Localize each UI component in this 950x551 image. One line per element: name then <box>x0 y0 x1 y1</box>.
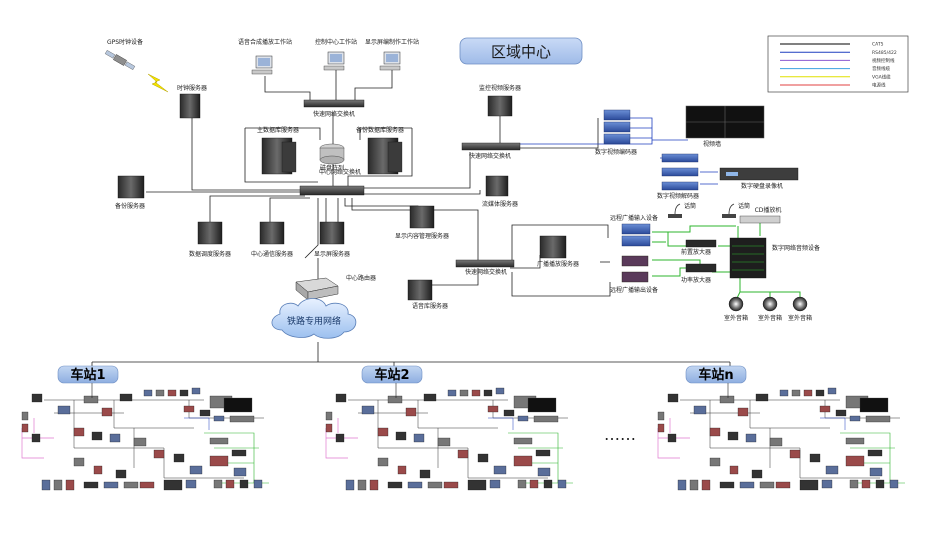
microphone-1: 话筒 <box>668 202 696 218</box>
clock-server: 时钟服务器 <box>177 84 207 119</box>
station-diagram-2 <box>325 383 573 491</box>
station-1-label: 车站1 <box>70 367 105 383</box>
dvr-device: 数字硬盘录像机 <box>719 167 799 190</box>
speaker-label-1: 室外音箱 <box>724 314 748 322</box>
dvr-label: 数字硬盘录像机 <box>741 182 783 190</box>
gps-device: GPS时钟设备 <box>104 38 169 93</box>
top-fast-switch: 快速网络交换机 <box>303 99 365 118</box>
clock-server-label: 时钟服务器 <box>177 84 207 92</box>
station-tag-2: 车站2 <box>361 365 423 384</box>
region-center-title: 区域中心 <box>459 37 583 65</box>
backup-server-label: 备份服务器 <box>115 202 145 210</box>
railway-network-cloud: 铁路专用网络 <box>271 298 357 339</box>
broadcast-switch-label: 快速网络交换机 <box>465 268 507 276</box>
disk-array: 磁盘阵列 <box>319 143 345 172</box>
broadcast-output-devices: 远程广播输出设备 <box>610 255 658 294</box>
video-decoder-label: 数字视频解码器 <box>657 192 699 200</box>
router-label: 中心路由器 <box>346 274 376 282</box>
station-diagrams <box>21 383 905 491</box>
video-wall: 视频墙 <box>685 105 765 148</box>
legend-label-0: CAT5 <box>872 42 884 48</box>
backup-db-server: 备份数据库服务器 <box>356 126 404 175</box>
display-workstation: 显示屏编制作工作站 <box>365 38 419 71</box>
dispatch-server-label: 数据调度服务器 <box>189 250 231 258</box>
display-ws-label: 显示屏编制作工作站 <box>365 38 419 46</box>
video-encoders: 数字视频编码器 <box>595 109 637 156</box>
video-decoders: 数字视频解码器 <box>657 153 699 200</box>
speakers: 室外音箱 室外音箱 室外音箱 <box>724 296 812 322</box>
comm-server: 中心通信服务器 <box>251 221 293 258</box>
backup-server: 备份服务器 <box>115 175 145 210</box>
browse-server-label: 流媒体服务器 <box>482 200 518 208</box>
video-switch-label: 快速网络交换机 <box>469 152 511 160</box>
cloud-label: 铁路专用网络 <box>287 315 341 327</box>
cd-player-label: CD播放机 <box>755 206 782 214</box>
station-diagram-1 <box>21 383 269 491</box>
mic1-label: 话筒 <box>684 202 696 210</box>
legend-label-5: 电源线 <box>872 82 886 89</box>
broadcast-server-label: 广播播放服务器 <box>537 260 579 268</box>
page-title: 区域中心 <box>491 43 551 61</box>
control-ws-label: 控制中心工作站 <box>315 38 357 46</box>
power-amplifier: 功率放大器 <box>681 263 717 284</box>
speaker-label-3: 室外音箱 <box>788 314 812 322</box>
video-wall-label: 视频墙 <box>703 140 721 148</box>
station-diagram-3 <box>657 383 905 491</box>
voice-lib-label: 语音库服务器 <box>412 302 448 310</box>
control-workstation: 控制中心工作站 <box>315 38 357 71</box>
display-server-label: 显示屏服务器 <box>314 250 350 258</box>
legend-label-4: VGA线缆 <box>872 73 891 80</box>
broadcast-fast-switch: 快速网络交换机 <box>455 259 515 276</box>
monitor-server-label: 监控视频服务器 <box>479 84 521 92</box>
stations-ellipsis: …… <box>604 425 636 444</box>
core-network-switch: 中心网络交换机 <box>299 168 365 196</box>
voice-synth-workstation: 语音合成播放工作站 <box>238 38 292 75</box>
comm-server-label: 中心通信服务器 <box>251 250 293 258</box>
pre-amplifier: 前置放大器 <box>681 239 717 256</box>
station-tag-n: 车站n <box>685 365 747 384</box>
mic2-label: 话筒 <box>738 202 750 210</box>
broadcast-server: 广播播放服务器 <box>537 235 579 268</box>
broadcast-out-label: 远程广播输出设备 <box>610 286 658 294</box>
speaker-label-2: 室外音箱 <box>758 314 782 322</box>
microphone-2: 话筒 <box>722 202 750 218</box>
main-db-label: 主数据库服务器 <box>257 126 299 134</box>
broadcast-input-devices: 远程广播输入设备 <box>610 214 658 247</box>
backup-db-label: 备份数据库服务器 <box>356 126 404 134</box>
content-server: 显示内容管理服务器 <box>395 205 449 240</box>
video-fast-switch: 快速网络交换机 <box>461 142 521 160</box>
center-router: 中心路由器 <box>295 274 376 301</box>
browse-server: 流媒体服务器 <box>482 175 518 208</box>
gps-label: GPS时钟设备 <box>107 38 143 46</box>
cd-player: CD播放机 <box>739 206 782 224</box>
station-tag-1: 车站1 <box>57 365 119 384</box>
display-server: 显示屏服务器 <box>314 221 350 258</box>
legend-label-2: 视频控制线 <box>872 57 895 64</box>
power-amp-label: 功率放大器 <box>681 276 711 284</box>
core-switch-label: 中心网络交换机 <box>319 168 361 176</box>
broadcast-in-label: 远程广播输入设备 <box>610 214 658 222</box>
pre-amp-label: 前置放大器 <box>681 248 711 256</box>
lightning-icon <box>147 73 169 93</box>
voice-synth-label: 语音合成播放工作站 <box>238 38 292 46</box>
monitor-video-server: 监控视频服务器 <box>479 84 521 117</box>
video-encoder-label: 数字视频编码器 <box>595 148 637 156</box>
station-n-label: 车站n <box>698 367 733 383</box>
digital-audio-rack: 数字网络音频设备 <box>729 237 820 279</box>
digital-audio-label: 数字网络音频设备 <box>772 244 820 252</box>
top-switch-label: 快速网络交换机 <box>313 110 355 118</box>
legend-label-1: RS485/422 <box>872 50 897 56</box>
content-server-label: 显示内容管理服务器 <box>395 232 449 240</box>
audio-links <box>652 219 801 301</box>
main-db-server: 主数据库服务器 <box>257 126 299 175</box>
voice-lib-server: 语音库服务器 <box>407 279 448 310</box>
legend-label-3: 音频线缆 <box>872 65 890 72</box>
dispatch-server: 数据调度服务器 <box>189 221 231 258</box>
station-2-label: 车站2 <box>374 367 409 383</box>
disk-array-label: 磁盘阵列 <box>320 164 344 172</box>
